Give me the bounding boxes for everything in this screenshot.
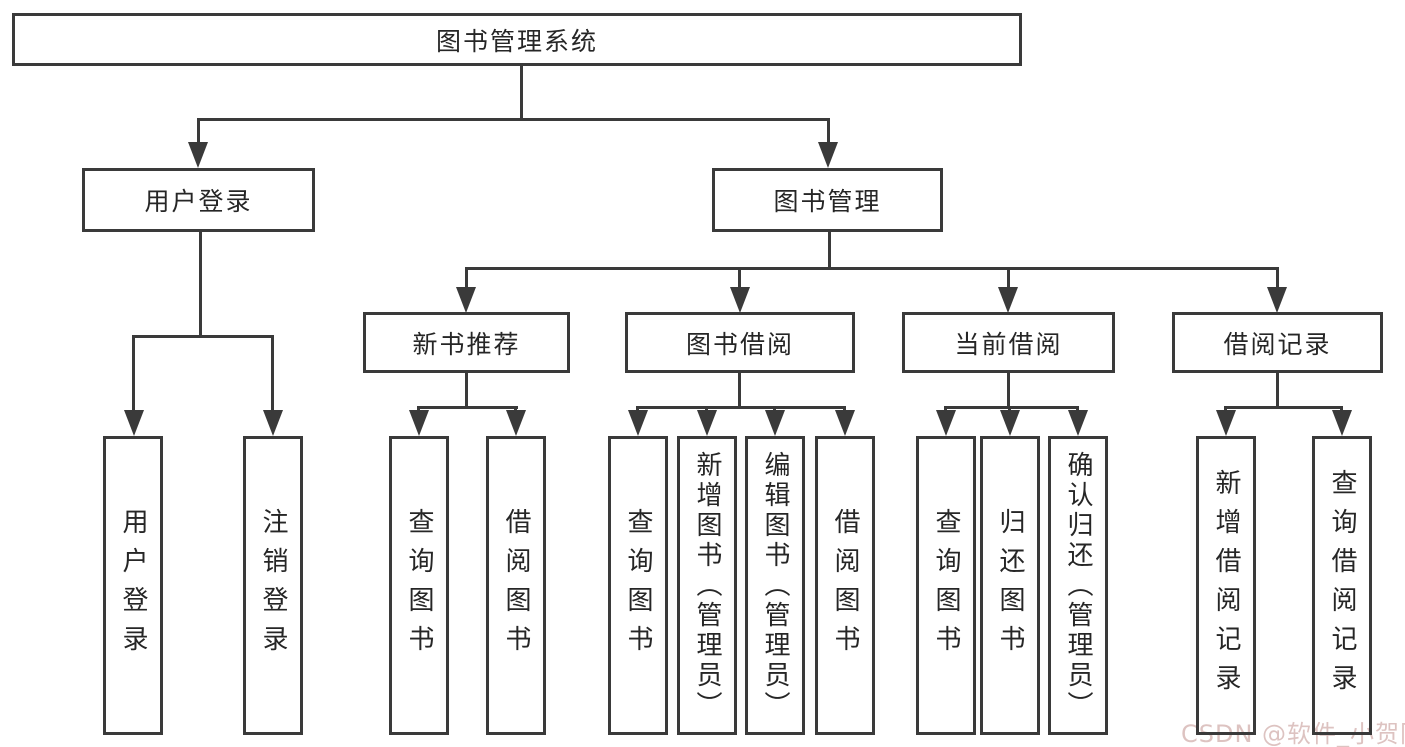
leaf-query-book-current: 查询图书	[916, 436, 976, 735]
connector-hline	[1224, 406, 1343, 409]
arrowhead-down	[506, 410, 526, 436]
arrowhead-down	[124, 410, 144, 436]
leaf-borrow-book: 借阅图书	[815, 436, 875, 735]
leaf-query-book-recommend: 查询图书	[389, 436, 449, 735]
connector-vline	[738, 269, 741, 288]
arrowhead-down	[998, 287, 1018, 313]
connector-vline	[465, 373, 468, 408]
leaf-query-book-borrowing: 查询图书	[608, 436, 668, 735]
leaf-label: 新增图书（管理员）	[692, 450, 722, 721]
connector-vline	[827, 120, 830, 146]
connector-vline	[1276, 373, 1279, 408]
leaf-label: 查询图书	[404, 507, 434, 664]
node-borrowing-records: 借阅记录	[1172, 312, 1383, 373]
leaf-label: 查询借阅记录	[1327, 468, 1357, 703]
arrowhead-down	[628, 410, 648, 436]
connector-vline	[520, 66, 523, 120]
arrowhead-down	[188, 142, 208, 168]
connector-vline	[1007, 269, 1010, 288]
leaf-label: 注销登录	[258, 507, 288, 664]
arrowhead-down	[936, 410, 956, 436]
connector-vline	[199, 232, 202, 337]
connector-vline	[465, 269, 468, 288]
leaf-query-borrow-record: 查询借阅记录	[1312, 436, 1372, 735]
node-current-borrowing: 当前借阅	[902, 312, 1115, 373]
leaf-label: 编辑图书（管理员）	[760, 450, 790, 721]
arrowhead-down	[456, 287, 476, 313]
node-user-login: 用户登录	[82, 168, 315, 232]
leaf-confirm-return-admin: 确认归还（管理员）	[1048, 436, 1108, 735]
arrowhead-down	[1068, 410, 1088, 436]
leaf-edit-book-admin: 编辑图书（管理员）	[745, 436, 805, 735]
connector-vline	[1007, 373, 1010, 408]
connector-hline	[944, 406, 1079, 409]
leaf-label: 用户登录	[118, 507, 148, 664]
connector-vline	[271, 337, 274, 411]
arrowhead-down	[1332, 410, 1352, 436]
leaf-label: 归还图书	[995, 507, 1025, 664]
leaf-logout: 注销登录	[243, 436, 303, 735]
arrowhead-down	[835, 410, 855, 436]
arrowhead-down	[1216, 410, 1236, 436]
leaf-add-borrow-record: 新增借阅记录	[1196, 436, 1256, 735]
leaf-label: 确认归还（管理员）	[1063, 450, 1093, 721]
arrowhead-down	[409, 410, 429, 436]
arrowhead-down	[263, 410, 283, 436]
connector-hline	[465, 267, 1279, 270]
leaf-return-book: 归还图书	[980, 436, 1040, 735]
arrowhead-down	[765, 410, 785, 436]
node-new-book-recommend: 新书推荐	[363, 312, 570, 373]
arrowhead-down	[1000, 410, 1020, 436]
connector-vline	[197, 120, 200, 146]
connector-vline	[1276, 269, 1279, 288]
connector-hline	[132, 335, 274, 338]
leaf-borrow-book-recommend: 借阅图书	[486, 436, 546, 735]
connector-vline	[738, 373, 741, 408]
connector-vline	[828, 232, 831, 269]
arrowhead-down	[1267, 287, 1287, 313]
connector-hline	[418, 406, 518, 409]
arrowhead-down	[697, 410, 717, 436]
leaf-label: 查询图书	[623, 507, 653, 664]
leaf-add-book-admin: 新增图书（管理员）	[677, 436, 737, 735]
arrowhead-down	[818, 142, 838, 168]
leaf-label: 新增借阅记录	[1211, 468, 1241, 703]
leaf-user-login: 用户登录	[103, 436, 163, 735]
arrowhead-down	[730, 287, 750, 313]
node-book-management: 图书管理	[712, 168, 943, 232]
node-book-borrowing: 图书借阅	[625, 312, 855, 373]
leaf-label: 查询图书	[931, 507, 961, 664]
leaf-label: 借阅图书	[830, 507, 860, 664]
watermark: CSDN @软件_小贺同学	[1181, 720, 1405, 747]
leaf-label: 借阅图书	[501, 507, 531, 664]
node-root-library-system: 图书管理系统	[12, 13, 1022, 66]
connector-vline	[132, 337, 135, 411]
connector-hline	[197, 118, 830, 121]
connector-hline	[636, 406, 846, 409]
